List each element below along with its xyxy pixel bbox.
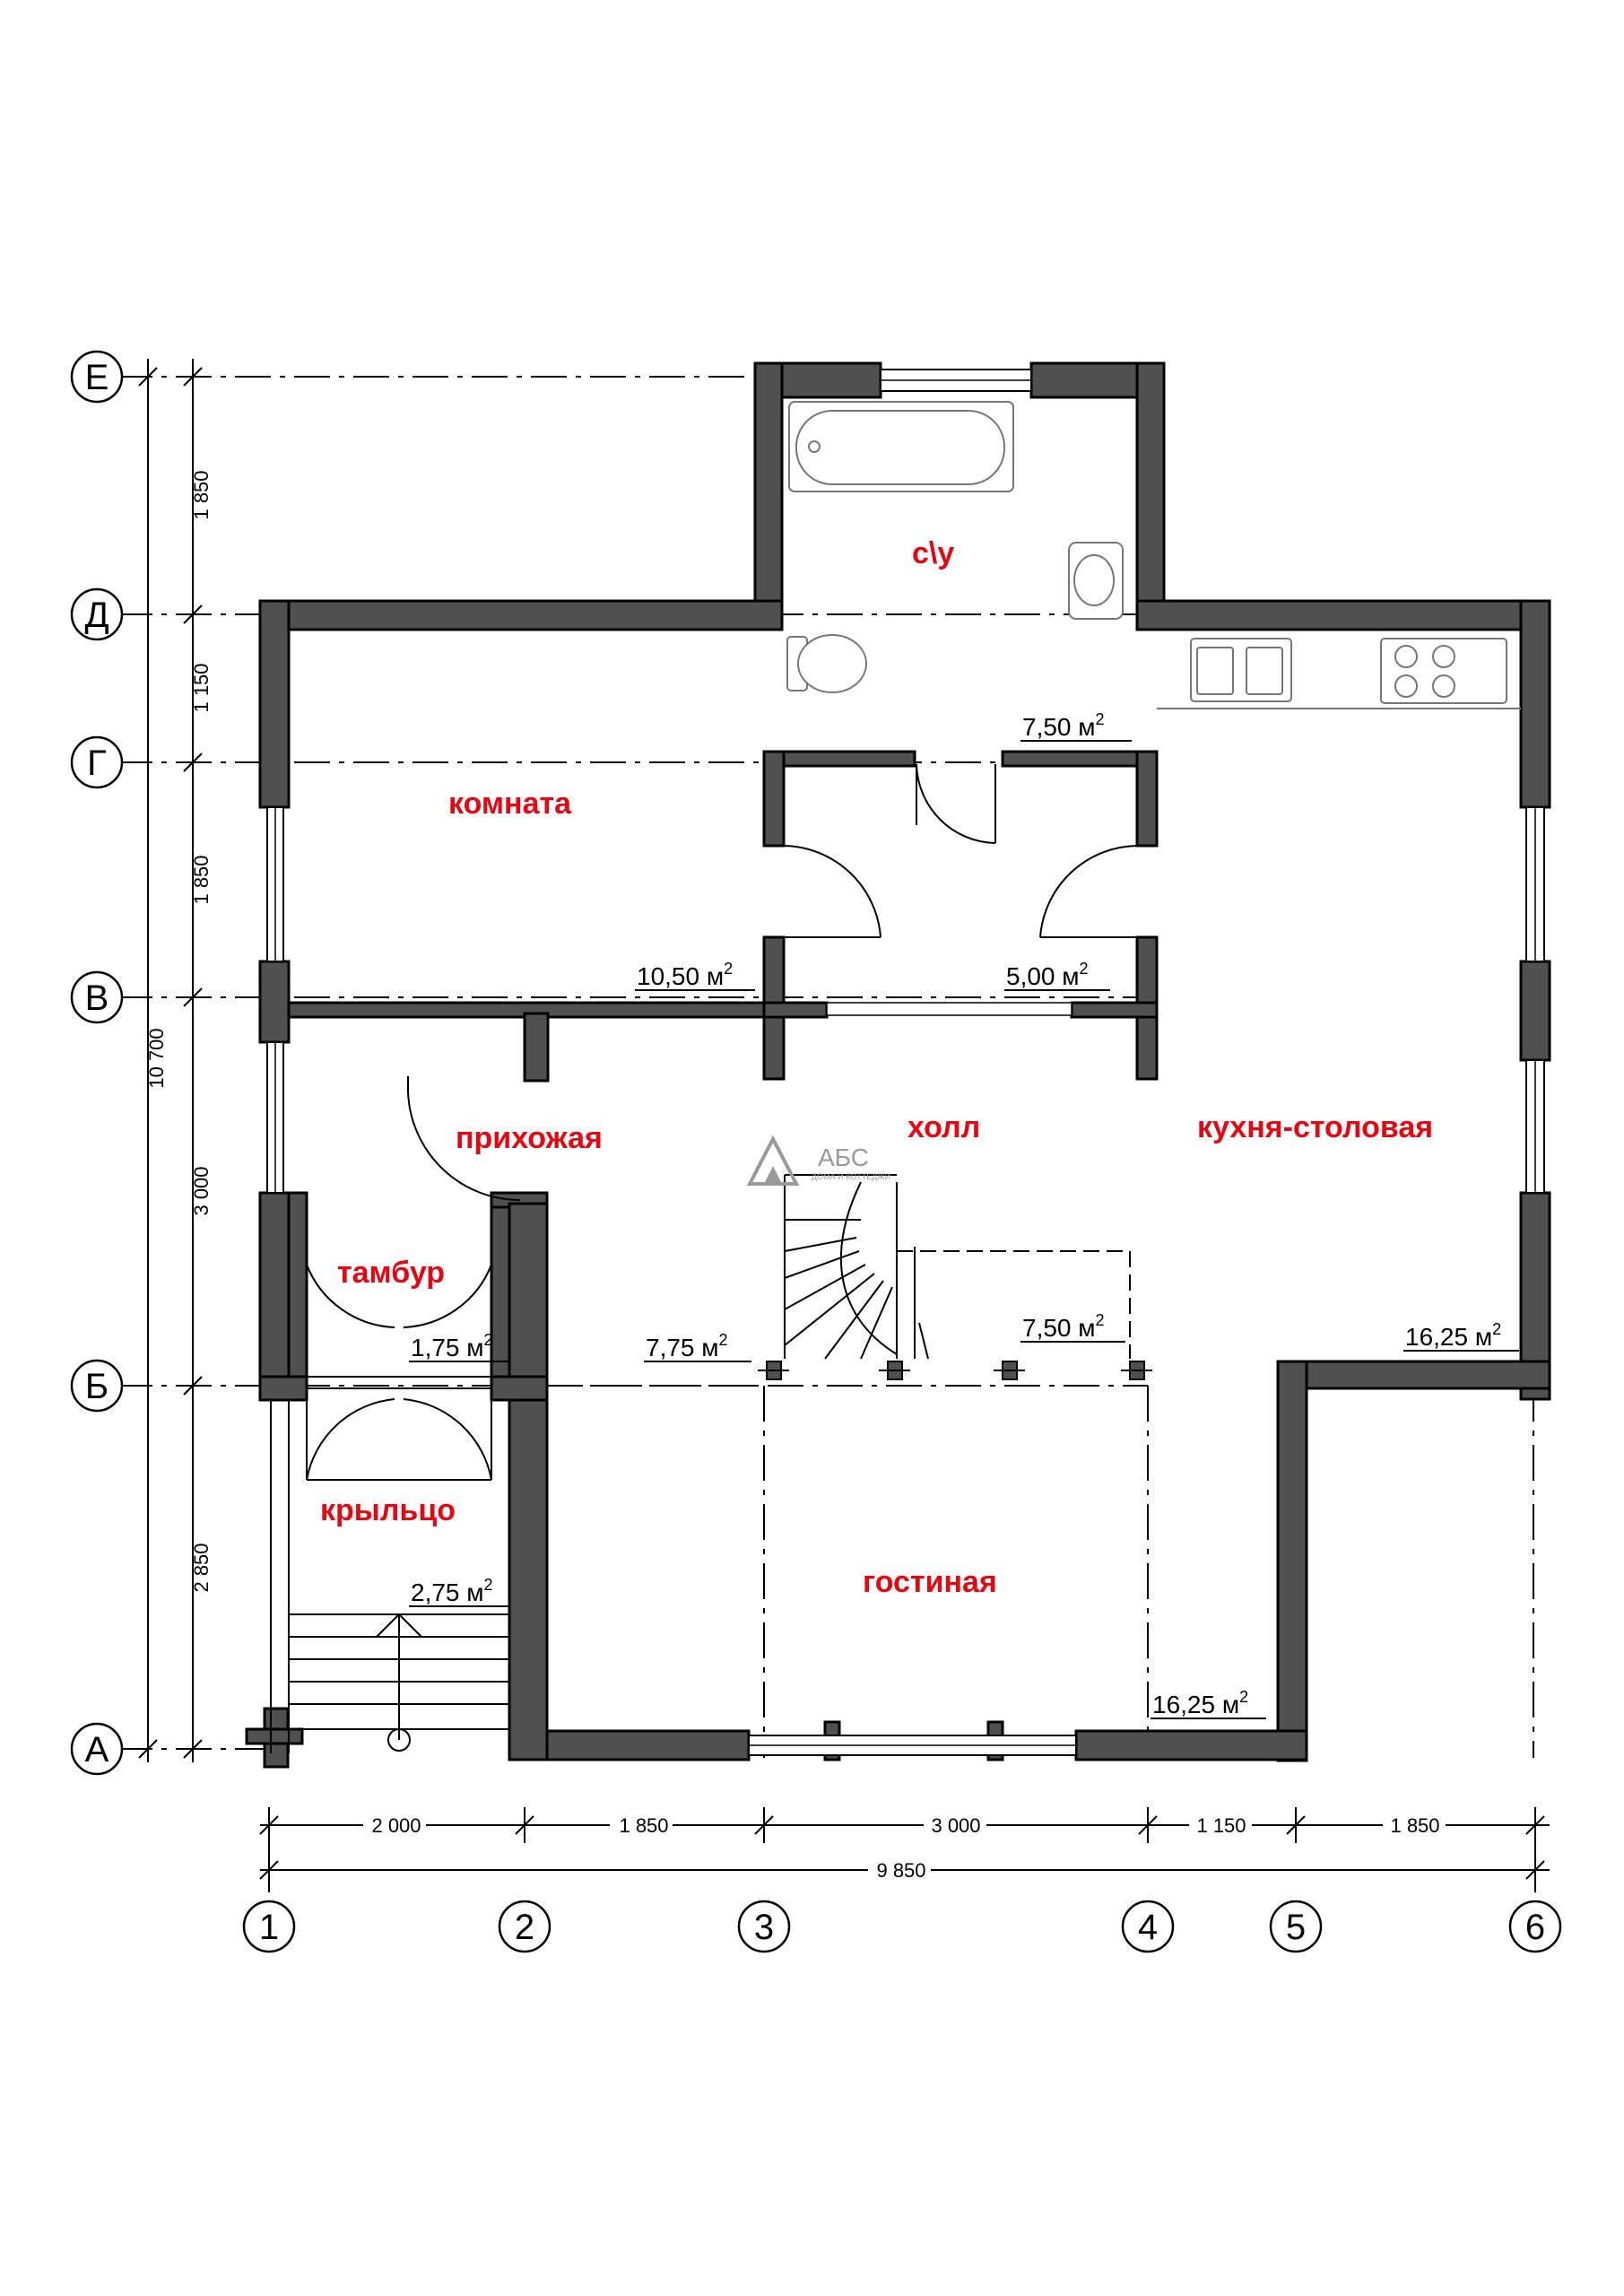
area-hall-left: 7,75 м2 [646, 1331, 728, 1361]
area-kitchen: 16,25 м2 [1405, 1320, 1501, 1351]
dim-h-3: 3 000 [931, 1814, 980, 1837]
dim-v-total: 10 700 [145, 1028, 168, 1088]
axis-grid-lines [117, 376, 1534, 1758]
dim-h-4: 1 150 [1196, 1814, 1246, 1837]
svg-text:6: 6 [1525, 1908, 1545, 1947]
room-label-hall: холл [908, 1110, 980, 1144]
area-labels: 7,50 м2 10,50 м2 5,00 м2 1,75 м2 7,75 м2… [409, 710, 1519, 1719]
svg-text:3: 3 [754, 1908, 774, 1947]
dimension-labels-vertical: 1 850 1 150 1 850 3 000 2 850 10 700 [145, 470, 213, 1592]
axis-marker-row-3 [70, 735, 124, 789]
svg-text:В: В [85, 978, 109, 1018]
company-logo: АБС ДОМА И КОТТЕДЖИ [746, 1135, 890, 1186]
doors [306, 763, 1138, 1481]
kitchen-counter [1157, 638, 1521, 709]
porch-steps [270, 1401, 509, 1753]
axis-marker-col-3 [737, 1900, 791, 1953]
svg-text:4: 4 [1138, 1908, 1158, 1947]
svg-text:Б: Б [85, 1367, 109, 1406]
dim-h-1: 2 000 [371, 1814, 421, 1837]
column-axis-markers: 1 2 3 4 5 6 [242, 1900, 1562, 1953]
svg-text:2: 2 [515, 1908, 534, 1947]
logo-tagline: ДОМА И КОТТЕДЖИ [812, 1172, 890, 1181]
axis-marker-row-4 [70, 970, 124, 1024]
dimensions-vertical [138, 359, 203, 1762]
room-label-entrance: прихожая [456, 1121, 603, 1155]
columns [758, 1361, 1152, 1380]
windows [266, 369, 1545, 1756]
dim-h-total: 9 850 [876, 1859, 925, 1882]
svg-text:Д: Д [84, 596, 109, 635]
room-label-kitchen: кухня-столовая [1197, 1110, 1433, 1144]
area-bathroom: 7,50 м2 [1022, 710, 1105, 741]
axis-marker-col-5 [1269, 1900, 1323, 1953]
staircase [784, 1174, 1131, 1360]
walls [245, 361, 1551, 1769]
logo-name: АБС [818, 1144, 869, 1171]
room-labels: с\у комната кухня-столовая холл прихожая… [320, 536, 1433, 1599]
room-label-room: комната [448, 787, 572, 821]
toilet [786, 634, 867, 693]
axis-marker-col-1 [242, 1900, 296, 1953]
area-corridor: 5,00 м2 [1006, 960, 1089, 990]
svg-text:Г: Г [87, 744, 107, 783]
area-room: 10,50 м2 [637, 960, 733, 990]
svg-text:Е: Е [85, 358, 109, 397]
room-label-porch: крыльцо [320, 1493, 456, 1527]
row-axis-markers: Е Д Г В Б А [70, 350, 124, 1776]
svg-text:5: 5 [1286, 1908, 1306, 1947]
room-label-vestibule: тамбур [337, 1256, 445, 1290]
room-label-living: гостиная [863, 1565, 997, 1599]
area-porch: 2,75 м2 [411, 1576, 493, 1606]
axis-marker-row-6 [70, 1722, 124, 1776]
sink-bathroom [1068, 542, 1124, 620]
svg-text:А: А [85, 1730, 109, 1770]
svg-text:1: 1 [259, 1908, 279, 1947]
bathtub [788, 401, 1014, 492]
area-living: 16,25 м2 [1152, 1688, 1248, 1718]
axis-marker-row-1 [70, 350, 124, 404]
dim-v-5: 2 850 [190, 1543, 213, 1592]
dim-v-3: 1 850 [190, 855, 213, 904]
dim-v-1: 1 850 [190, 470, 213, 519]
axis-marker-col-2 [498, 1900, 551, 1953]
area-vestibule: 1,75 м2 [411, 1331, 493, 1361]
axis-marker-col-4 [1121, 1900, 1175, 1953]
room-label-bathroom: с\у [912, 536, 954, 570]
dim-h-2: 1 850 [619, 1814, 668, 1837]
area-hall-right: 7,50 м2 [1022, 1311, 1105, 1342]
dim-v-2: 1 150 [190, 663, 213, 712]
axis-marker-row-2 [70, 587, 124, 641]
dim-h-5: 1 850 [1390, 1814, 1439, 1837]
dim-v-4: 3 000 [190, 1166, 213, 1215]
axis-marker-row-5 [70, 1359, 124, 1413]
dimension-labels-horizontal: 2 000 1 850 3 000 1 150 1 850 9 850 [363, 1812, 1446, 1882]
axis-marker-col-6 [1508, 1900, 1562, 1953]
